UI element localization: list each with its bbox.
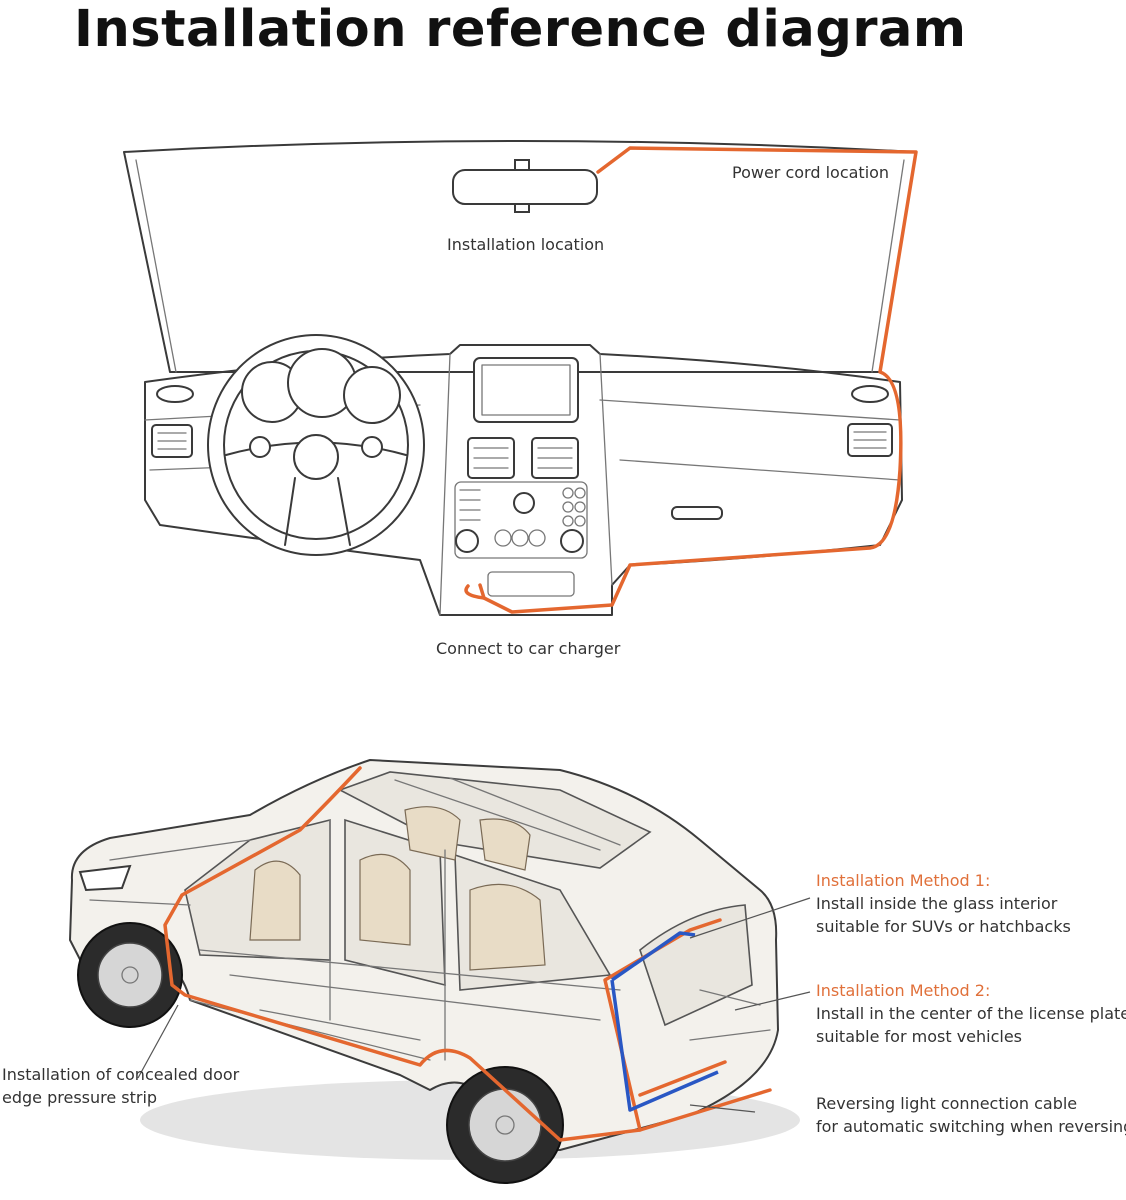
power-cord-route — [478, 146, 918, 614]
center-screen — [473, 357, 579, 423]
installation-location-label: Installation location — [447, 235, 605, 254]
reversing-cable-line1: Reversing light connection cable — [816, 1094, 1078, 1113]
page-title: Installation reference diagram — [74, 0, 967, 59]
power-cord-location-label: Power cord location — [732, 163, 890, 182]
method2-line1: Install in the center of the license pla… — [816, 1004, 1126, 1023]
method2-line2: suitable for most vehicles — [816, 1027, 1023, 1046]
concealed-strip-line2: edge pressure strip — [2, 1088, 158, 1107]
method1-line2: suitable for SUVs or hatchbacks — [816, 917, 1071, 936]
method2-title: Installation Method 2: — [816, 981, 991, 1000]
method1-line1: Install inside the glass interior — [816, 894, 1058, 913]
method1-title: Installation Method 1: — [816, 871, 991, 890]
connect-car-charger-label: Connect to car charger — [436, 639, 621, 658]
door-edge-cable-route — [163, 766, 722, 1142]
hatch-glass-cable-route — [610, 931, 719, 1112]
dashboard-illustration — [123, 140, 918, 616]
concealed-strip-line1: Installation of concealed door — [2, 1065, 240, 1084]
reversing-cable-line2: for automatic switching when reversing — [816, 1117, 1126, 1136]
